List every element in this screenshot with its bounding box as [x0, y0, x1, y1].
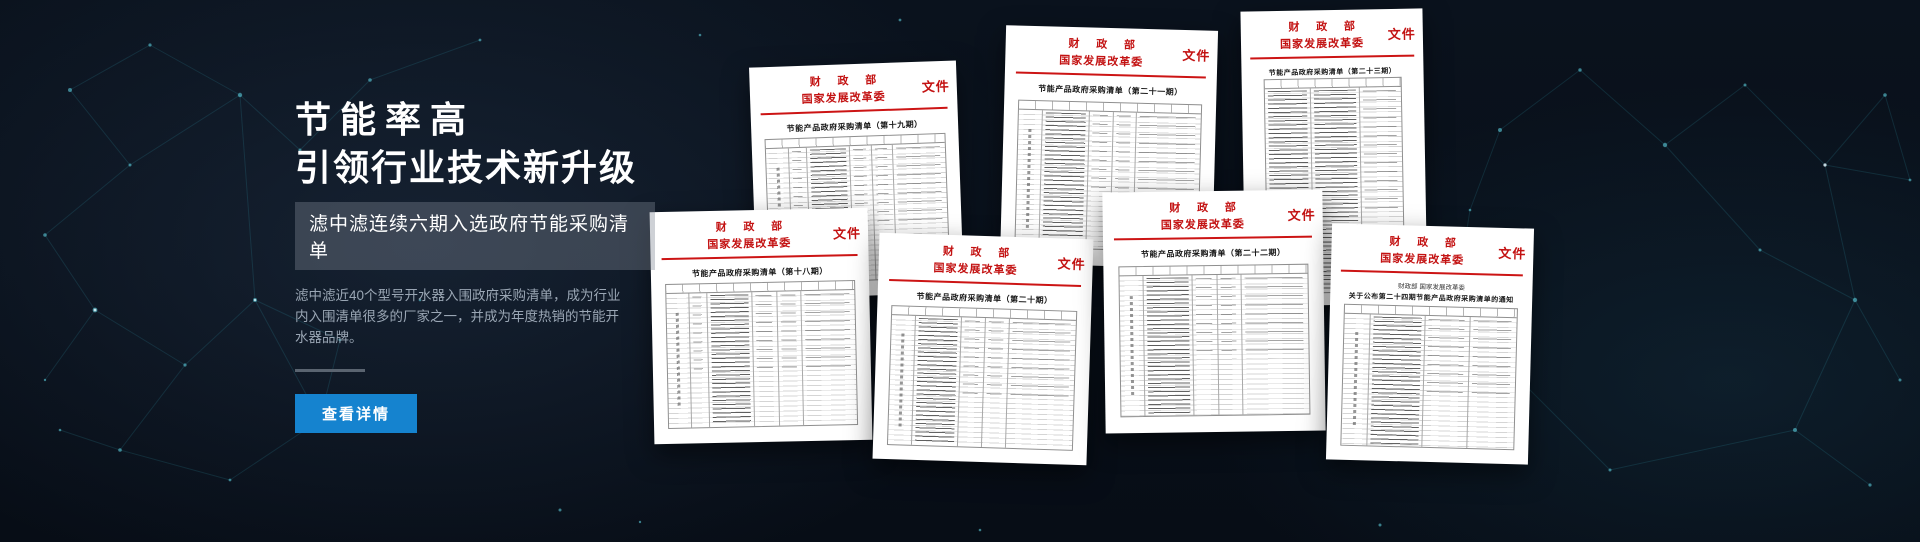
- letterhead-divider: [1340, 269, 1523, 277]
- letterhead-suffix: 文件: [1287, 207, 1316, 223]
- letterhead-line1: 财 政 部: [1169, 201, 1243, 215]
- document-letterhead: 财 政 部 国家发展改革委 文件: [749, 67, 957, 108]
- letterhead-suffix: 文件: [1387, 26, 1416, 43]
- hero-description: 滤中滤近40个型号开水器入围政府采购清单，成为行业内入围清单很多的厂家之一，并成…: [295, 288, 621, 345]
- letterhead-suffix: 文件: [832, 225, 862, 242]
- document-letterhead: 财 政 部 国家发展改革委 文件: [1331, 230, 1534, 269]
- hero-divider: [295, 368, 365, 372]
- hero-badge: 滤中滤连续六期入选政府节能采购清单: [295, 202, 655, 270]
- document-table: [886, 305, 1078, 451]
- document-title: 节能产品政府采购清单（第十八期）: [691, 266, 828, 279]
- letterhead-suffix: 文件: [921, 78, 951, 95]
- document-table: [1118, 263, 1311, 418]
- hero-copy: 节能率高 引领行业技术新升级 滤中滤连续六期入选政府节能采购清单 滤中滤近40个…: [295, 102, 655, 433]
- letterhead-line2: 国家发展改革委: [1160, 218, 1245, 232]
- letterhead-divider: [1113, 235, 1312, 241]
- letterhead-line2: 国家发展改革委: [1380, 252, 1465, 267]
- letterhead-divider: [888, 279, 1082, 288]
- document-letterhead: 财 政 部 国家发展改革委 文件: [878, 240, 1093, 281]
- document-table: [1340, 303, 1518, 451]
- letterhead-divider: [1250, 54, 1415, 60]
- view-details-button[interactable]: 查看详情: [295, 393, 418, 433]
- letterhead-suffix: 文件: [1182, 47, 1211, 64]
- letterhead-divider: [1015, 71, 1207, 79]
- letterhead-divider: [661, 253, 858, 261]
- letterhead-line2: 国家发展改革委: [707, 237, 792, 252]
- letterhead-line2: 国家发展改革委: [1279, 37, 1365, 51]
- document-letterhead: 财 政 部 国家发展改革委 文件: [1241, 15, 1424, 52]
- document-letterhead: 财 政 部 国家发展改革委 文件: [1102, 196, 1322, 233]
- letterhead-line1: 财 政 部: [1288, 20, 1363, 34]
- letterhead-line2: 国家发展改革委: [1059, 54, 1144, 69]
- hero-title-line1: 节能率高: [295, 99, 476, 140]
- hero-title-line2: 引领行业技术新升级: [295, 147, 638, 188]
- document-letterhead: 财 政 部 国家发展改革委 文件: [1005, 32, 1218, 72]
- letterhead-suffix: 文件: [1057, 256, 1086, 273]
- letterhead-suffix: 文件: [1498, 245, 1527, 262]
- document-title: 节能产品政府采购清单（第二十一期）: [1038, 84, 1183, 97]
- gov-document-issue-20: 财 政 部 国家发展改革委 文件 节能产品政府采购清单（第二十期）: [872, 232, 1094, 466]
- letterhead-divider: [760, 106, 948, 116]
- gov-document-issue-22: 财 政 部 国家发展改革委 文件 节能产品政府采购清单（第二十二期）: [1102, 189, 1326, 434]
- document-title: 节能产品政府采购清单（第二十二期）: [1140, 247, 1286, 260]
- document-table: [665, 280, 859, 429]
- document-letterhead: 财 政 部 国家发展改革委 文件: [650, 215, 869, 254]
- gov-document-notice-24: 财 政 部 国家发展改革委 文件 财政部 国家发展改革委 关于公布第二十四期节能…: [1325, 223, 1535, 465]
- gov-document-issue-18: 财 政 部 国家发展改革委 文件 节能产品政府采购清单（第十八期）: [649, 207, 873, 445]
